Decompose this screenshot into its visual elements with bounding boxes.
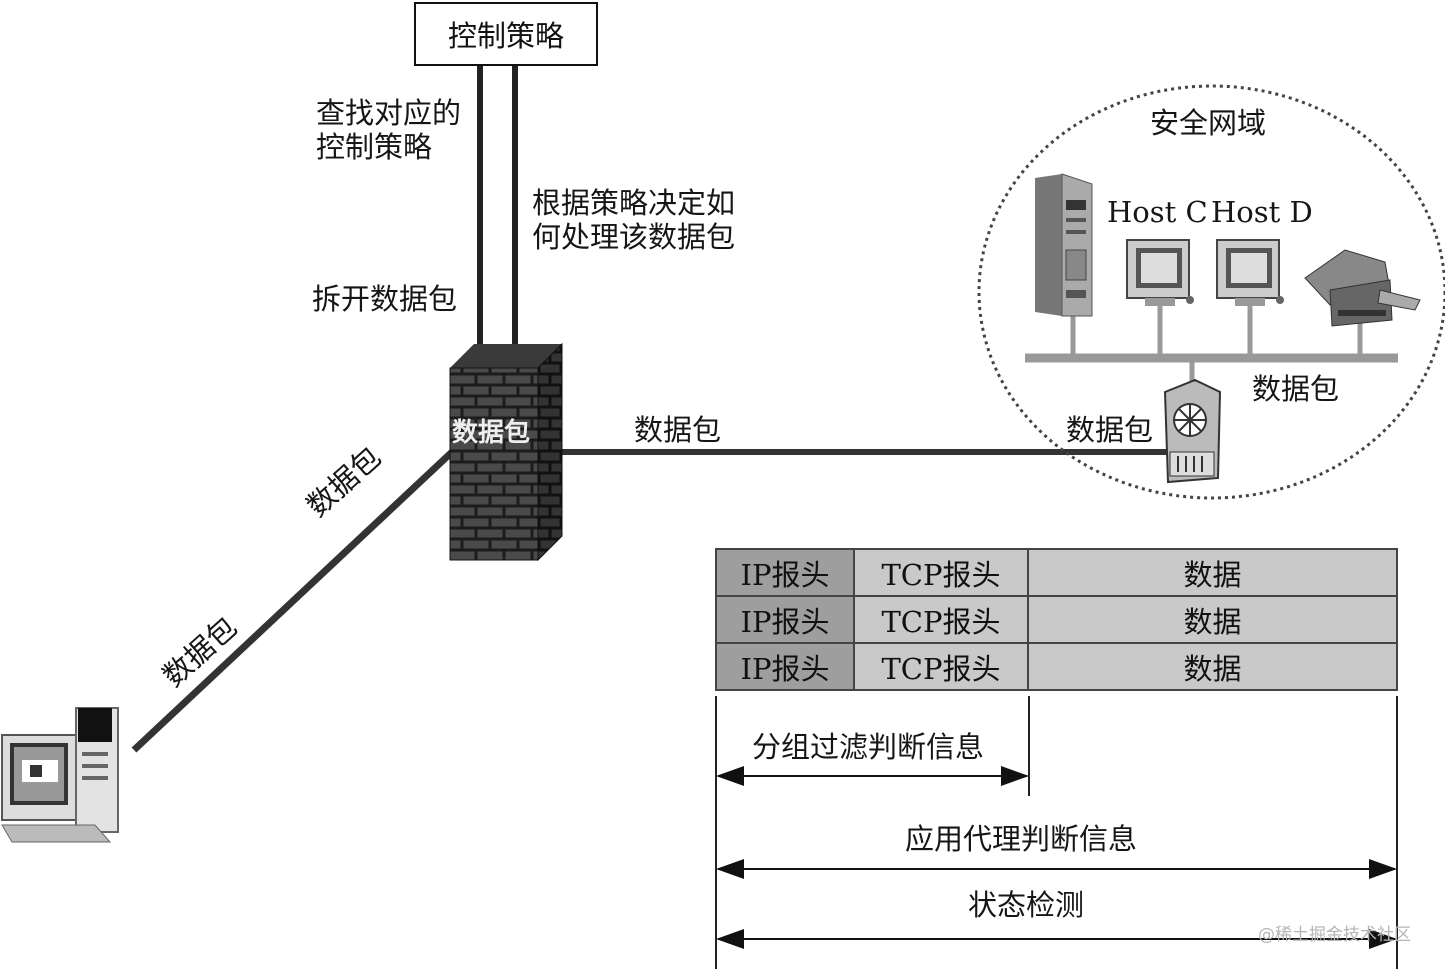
range-guides <box>715 696 1398 969</box>
host-d-label: Host D <box>1211 195 1313 229</box>
host-c-workstation-icon <box>1126 239 1194 306</box>
decide-label-line1: 根据策略决定如 <box>532 186 736 220</box>
packet-label-near-router: 数据包 <box>1066 413 1154 447</box>
table-row: IP报头 TCP报头 数据 <box>715 595 1398 644</box>
control-policy-box: 控制策略 <box>414 2 598 66</box>
ip-header-cell: IP报头 <box>715 642 855 691</box>
stateful-inspection-label: 状态检测 <box>968 888 1085 922</box>
server-icon <box>1035 173 1093 317</box>
tcp-header-cell: TCP报头 <box>853 595 1029 644</box>
client-computer-icon <box>1 707 119 843</box>
data-cell: 数据 <box>1027 548 1398 597</box>
firewall-packet-label: 数据包 <box>452 418 531 448</box>
data-cell: 数据 <box>1027 595 1398 644</box>
printer-icon <box>1304 249 1421 327</box>
host-d-workstation-icon <box>1216 239 1284 306</box>
packet-filter-label: 分组过滤判断信息 <box>752 730 985 764</box>
control-policy-label: 控制策略 <box>447 19 564 53</box>
tcp-header-cell: TCP报头 <box>853 548 1029 597</box>
table-row: IP报头 TCP报头 数据 <box>715 642 1398 691</box>
router-icon <box>1163 378 1222 484</box>
ip-header-cell: IP报头 <box>715 548 855 597</box>
unpack-label: 拆开数据包 <box>312 282 458 316</box>
packet-structure-table: IP报头 TCP报头 数据 IP报头 TCP报头 数据 IP报头 TCP报头 数… <box>715 548 1398 691</box>
table-row: IP报头 TCP报头 数据 <box>715 548 1398 597</box>
tcp-header-cell: TCP报头 <box>853 642 1029 691</box>
host-c-label: Host C <box>1107 195 1208 229</box>
packet-label-middle: 数据包 <box>634 413 722 447</box>
data-cell: 数据 <box>1027 642 1398 691</box>
app-proxy-label: 应用代理判断信息 <box>905 822 1138 856</box>
decide-label-line2: 何处理该数据包 <box>532 220 736 254</box>
secure-zone-boundary <box>977 84 1445 500</box>
policy-link-lines <box>477 66 518 356</box>
ip-header-cell: IP报头 <box>715 595 855 644</box>
watermark: @稀土掘金技术社区 <box>1258 925 1411 945</box>
find-policy-label-line1: 查找对应的 <box>316 96 462 130</box>
find-policy-label-line2: 控制策略 <box>316 130 433 164</box>
packet-label-inner: 数据包 <box>1252 372 1340 406</box>
firewall-icon <box>449 342 563 562</box>
client-link-line <box>131 449 455 753</box>
secure-zone-title: 安全网域 <box>1150 106 1267 140</box>
